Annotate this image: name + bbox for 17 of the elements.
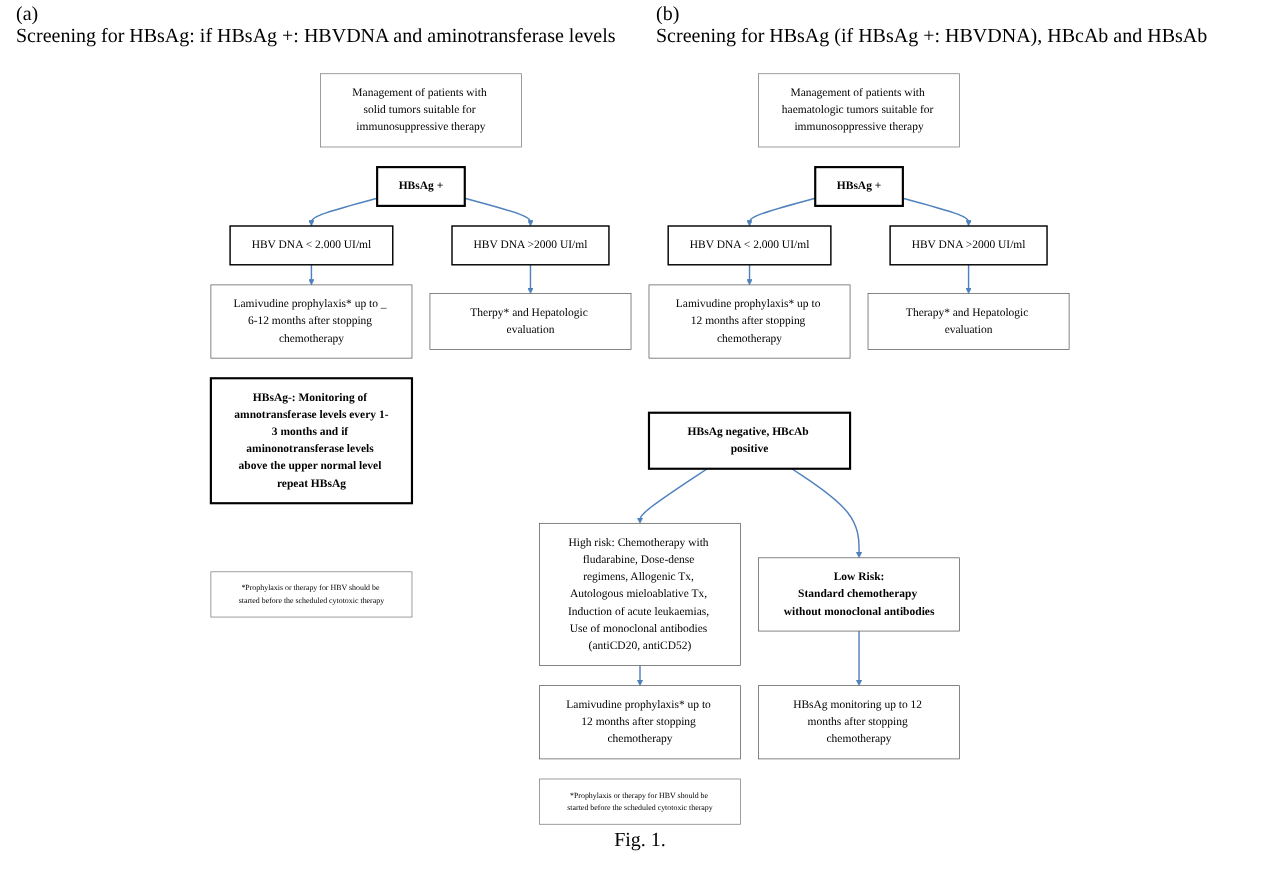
arrow [746,264,753,286]
arrow [527,264,534,294]
arrow [746,197,816,227]
arrow [636,468,708,524]
arrow [308,197,378,227]
arrow [855,630,863,686]
panel-label: (a) [16,4,41,26]
arrow [965,264,972,294]
arrow [636,664,644,686]
arrow [902,197,972,227]
figure-caption: Fig. 1. [612,830,668,856]
screening-note: Screening for HBsAg: if HBsAg +: HBVDNA and aminotransferase levels [16,26,618,48]
arrow [464,197,534,227]
screening-note: Screening for HBsAg (if HBsAg +: HBVDNA), HBcAb and HBsAb [656,26,1210,48]
panel-label: (b) [656,4,682,26]
arrow [308,264,315,286]
arrow [791,468,863,559]
